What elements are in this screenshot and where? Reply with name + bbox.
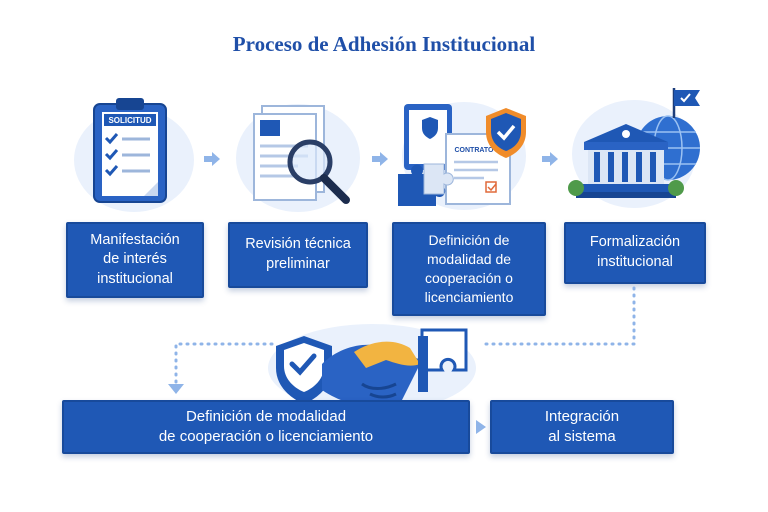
step-3-line-4: licenciamiento [424,288,514,305]
arrow-right-icon [372,152,388,166]
step-4-line-2: institucional [597,254,673,270]
solicitud-label: SOLICITUD [108,116,151,125]
step-5-box: Definición de modalidad de cooperación o… [62,400,470,454]
document-magnifier-illustration [228,90,368,216]
contrato-label: CONTRATO [454,147,494,154]
step-2-line-1: Revisión técnica [245,236,351,253]
handshake-illustration [262,316,482,414]
step-1-box: Manifestación de interés institucional [66,222,204,298]
step-6-line-2: al sistema [548,428,616,445]
step-3-line-1: Definición de [428,232,510,249]
arrow-right-icon [542,152,558,166]
step-4-box: Formalización institucional [564,222,706,284]
step-1-line-1: Manifestación [90,231,180,248]
step-1-line-3: institucional [97,270,173,287]
clipboard-illustration: SOLICITUD [64,90,204,216]
institution-globe-illustration [564,84,704,210]
step-5-line-2: de cooperación o licenciamiento [158,428,374,445]
step-1-line-2: de interés [103,251,167,268]
step-3-line-2: modalidad de [426,251,512,268]
arrow-right-icon [204,152,220,166]
step-4-line-1: Formalización [589,234,681,251]
step-6-box: Integración al sistema [490,400,674,454]
step-5-line-1: Definición de modalidad [185,407,347,425]
diagram-title: Proceso de Adhesión Institucional [232,32,536,56]
step-3-box: Definición de modalidad de cooperación o… [392,222,546,316]
step-3-line-3: cooperación o [425,270,513,286]
contract-shield-illustration: CONTRATO [394,90,534,216]
step-6-line-1: Integración [544,407,620,425]
step-2-line-2: preliminar [266,256,330,272]
arrow-right-icon [476,420,486,434]
step-2-box: Revisión técnica preliminar [228,222,368,288]
